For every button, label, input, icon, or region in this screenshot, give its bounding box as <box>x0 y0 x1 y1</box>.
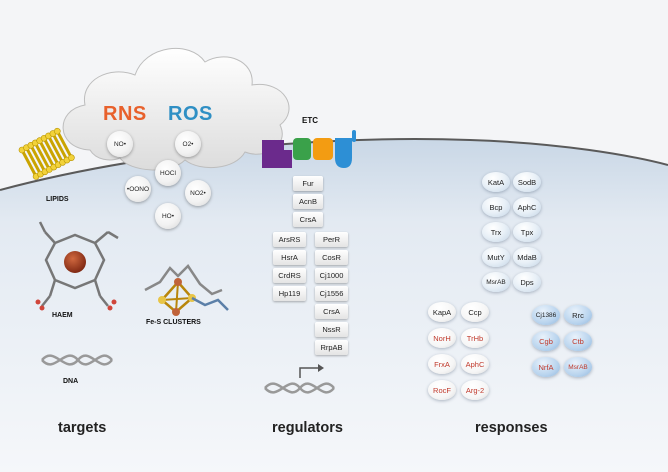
iron-atom <box>64 251 86 273</box>
haem-graphic <box>38 221 119 307</box>
molecule-hydroxyl: HO• <box>155 203 181 229</box>
response-rrc: Rrc <box>564 305 592 325</box>
regulator-hsra: HsrA <box>273 250 306 265</box>
response-bcp: Bcp <box>482 197 510 217</box>
response-sodb: SodB <box>513 172 541 192</box>
transcription-arrowhead <box>318 364 324 372</box>
haem-caption: HAEM <box>52 312 73 319</box>
response-mdab: MdaB <box>513 247 541 267</box>
regulator-acnb: AcnB <box>293 194 323 209</box>
regulator-cj1000: Cj1000 <box>315 268 348 283</box>
regulator-cj1556: Cj1556 <box>315 286 348 301</box>
regulator-nssr: NssR <box>315 322 348 337</box>
response-nrfa: NrfA <box>532 357 560 377</box>
lipids-caption: LIPIDS <box>46 196 69 203</box>
lipids-graphic <box>18 127 75 180</box>
fes-caption: Fe-S CLUSTERS <box>146 319 201 326</box>
cell-membrane <box>0 138 668 191</box>
dna-graphic-targets <box>41 354 113 366</box>
fes-graphic <box>144 264 229 316</box>
response-kapa: KapA <box>428 302 456 322</box>
haem-oxygens <box>35 299 117 311</box>
regulator-hp119: Hp119 <box>273 286 306 301</box>
molecule-peroxynitrite: •OONO <box>125 176 151 202</box>
targets-title: targets <box>58 420 107 436</box>
response-kata: KatA <box>482 172 510 192</box>
response-trhb: TrHb <box>461 328 489 348</box>
response-aphc-red: AphC <box>461 354 489 374</box>
etc-complexes <box>262 130 356 168</box>
response-cgb: Cgb <box>532 331 560 351</box>
response-msrab-red: MsrAB <box>564 357 592 377</box>
response-dps: Dps <box>513 272 541 292</box>
regulator-rrpab: RrpAB <box>315 340 348 355</box>
regulator-perr: PerR <box>315 232 348 247</box>
regulators-title: regulators <box>272 420 343 436</box>
response-norh: NorH <box>428 328 456 348</box>
etc-label: ETC <box>302 116 318 125</box>
transcription-arrow <box>299 367 318 378</box>
response-ccp: Ccp <box>461 302 489 322</box>
dna-caption: DNA <box>63 378 79 385</box>
molecule-no: NO• <box>107 131 133 157</box>
response-trx: Trx <box>482 222 510 242</box>
regulator-crdrs: CrdRS <box>273 268 306 283</box>
regulator-crsa-2: CrsA <box>315 304 348 319</box>
molecule-superoxide: O2• <box>175 131 201 157</box>
regulator-cosr: CosR <box>315 250 348 265</box>
response-aphc: AphC <box>513 197 541 217</box>
response-cj1386: Cj1386 <box>532 305 560 325</box>
rns-label: RNS <box>103 103 147 125</box>
response-muty: MutY <box>482 247 510 267</box>
response-msrab: MsrAB <box>482 272 510 292</box>
responses-title: responses <box>475 420 548 436</box>
molecule-no2: NO2• <box>185 180 211 206</box>
response-arg2: Arg-2 <box>461 380 489 400</box>
dna-graphic-regulators <box>264 382 335 394</box>
response-tpx: Tpx <box>513 222 541 242</box>
regulator-fur: Fur <box>293 176 323 191</box>
response-rocf: RocF <box>428 380 456 400</box>
response-ctb: Ctb <box>564 331 592 351</box>
regulator-arsrs: ArsRS <box>273 232 306 247</box>
molecule-hocl: HOCl <box>155 160 181 186</box>
ros-label: ROS <box>168 103 213 125</box>
response-frxa: FrxA <box>428 354 456 374</box>
regulator-crsa: CrsA <box>293 212 323 227</box>
